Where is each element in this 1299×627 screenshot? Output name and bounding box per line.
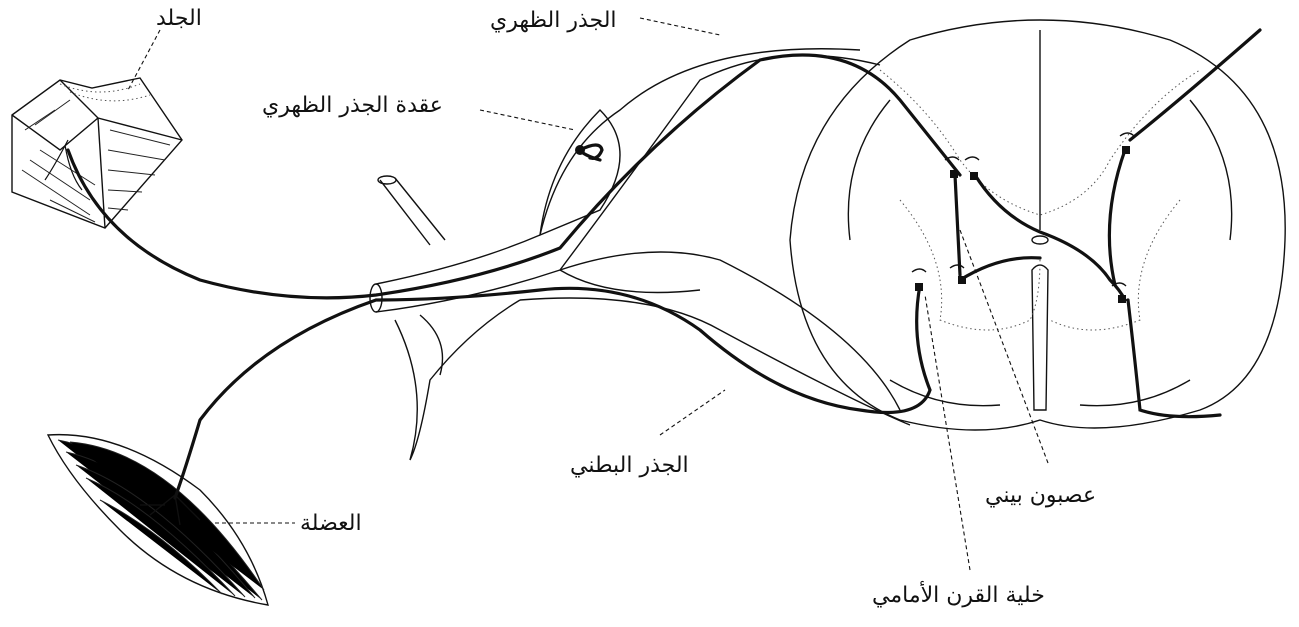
interneuron-path — [953, 28, 1262, 302]
skin-block — [11, 77, 183, 229]
synapse-marker — [958, 276, 966, 284]
muscle-drawing — [46, 433, 269, 606]
leader-dorsal-root — [639, 17, 721, 36]
synapse-marker — [950, 170, 958, 178]
synapse-marker — [915, 283, 923, 291]
leader-ganglion — [479, 109, 576, 131]
spinal-nerve — [369, 175, 561, 461]
sensory-neuron-path — [66, 53, 962, 300]
leader-anterior-horn-cell — [924, 294, 971, 571]
ventral-root — [519, 251, 911, 426]
synapse-marker — [970, 172, 978, 180]
label-muscle: العضلة — [300, 511, 362, 536]
synapse-marker — [1122, 146, 1130, 154]
label-dorsal-root: الجذر الظهري — [490, 8, 617, 33]
leader-ventral-root — [659, 389, 726, 436]
synapse-marker — [1118, 295, 1126, 303]
label-interneuron: عصبون بيني — [985, 483, 1097, 508]
label-skin: الجلد — [156, 6, 202, 31]
motor-neuron-path — [173, 283, 1222, 500]
leader-lines — [127, 17, 1049, 571]
label-ventral-root: الجذر البطني — [570, 453, 689, 478]
leader-skin — [127, 29, 161, 91]
dorsal-root — [539, 48, 881, 294]
label-anterior-horn-cell: خلية القرن الأمامي — [872, 583, 1045, 608]
synapse-markers — [915, 146, 1130, 303]
spinal-cord — [789, 19, 1286, 431]
label-dorsal-root-ganglion: عقدة الجذر الظهري — [262, 93, 443, 118]
